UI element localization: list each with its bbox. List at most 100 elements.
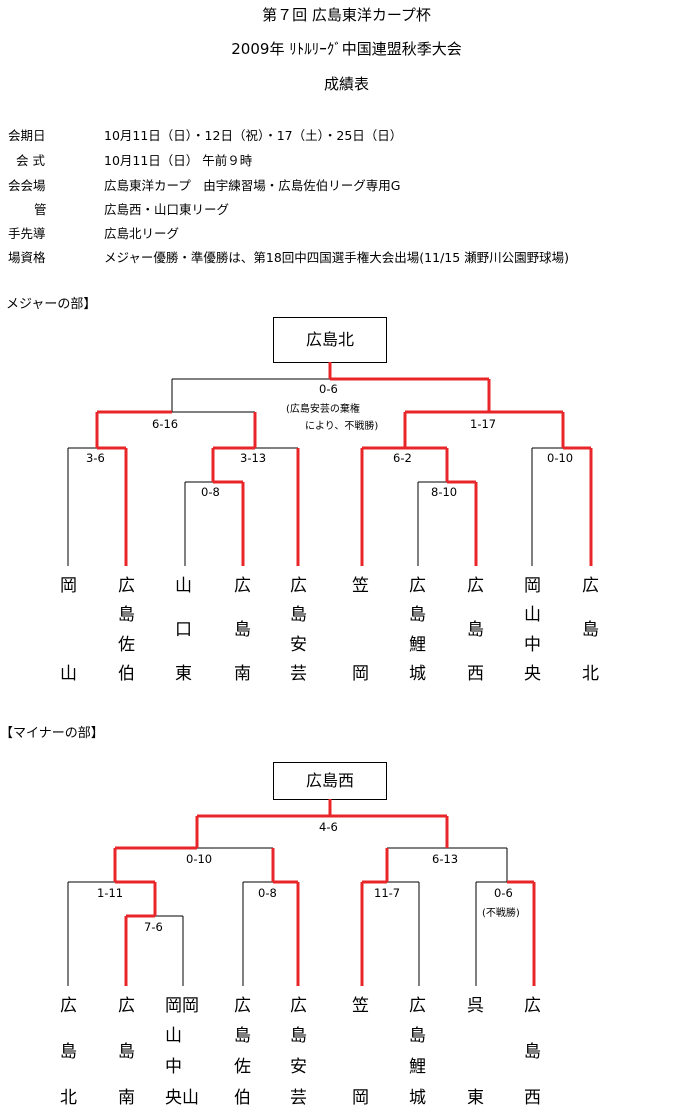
team-name: 鯉 [409, 635, 426, 655]
info-value: メジャー優勝・準優勝は、第18回中四国選手権大会出場(11/15 瀬野川公園野球… [104, 250, 570, 265]
major-score-q1: 3-6 [86, 451, 105, 465]
team-name: 西 [467, 664, 484, 684]
major-score-q2: 3-13 [240, 451, 267, 465]
team-name: 呉 [467, 996, 484, 1016]
minor-score-semi-right: 6-13 [432, 852, 459, 866]
major-score-q2b: 0-8 [201, 485, 220, 499]
minor-note: (不戦勝) [482, 908, 520, 919]
team-name: 岡 [524, 576, 541, 596]
minor-score-semi-left: 0-10 [186, 852, 213, 866]
team-name: 西 [524, 1088, 541, 1108]
team-name: 笠 [352, 996, 369, 1016]
team-name: 山 [60, 664, 77, 684]
team-name: 中 [524, 635, 541, 655]
team-name: 伯 [118, 664, 135, 684]
team-name: 島 [409, 605, 426, 625]
info-label: 会期日 [8, 128, 46, 143]
info-value: 広島東洋カープ 由宇練習場・広島佐伯リーグ専用G [104, 178, 401, 193]
team-name: 北 [582, 664, 599, 684]
team-name: 島 [290, 605, 307, 625]
team-name: 城 [409, 1088, 426, 1108]
major-score-q3: 6-2 [393, 451, 412, 465]
team-name: 佐 [118, 635, 135, 655]
minor-loser-lines [67, 847, 508, 986]
team-name: 島 [582, 620, 599, 640]
team-name: 広 [118, 996, 135, 1016]
team-name: 北 [60, 1088, 77, 1108]
minor-winner-lines [113, 799, 536, 986]
team-name: 島 [234, 620, 251, 640]
team-name: 央山 [165, 1088, 199, 1108]
major-note-1: (広島安芸の棄権 [286, 404, 360, 415]
team-name: 島 [290, 1026, 307, 1046]
team-name: 南 [234, 664, 251, 684]
major-score-final: 0-6 [319, 382, 338, 396]
team-name: 中 [165, 1057, 182, 1077]
team-name: 広 [118, 576, 135, 596]
team-name: 城 [409, 664, 426, 684]
major-winner-lines [95, 362, 593, 566]
team-name: 伯 [234, 1088, 251, 1108]
info-label: 場資格 [8, 250, 46, 265]
minor-score-q3: 11-7 [374, 886, 401, 900]
team-name: 広 [409, 576, 426, 596]
team-name: 広 [409, 996, 426, 1016]
team-name: 広 [60, 996, 77, 1016]
info-value: 広島西・山口東リーグ [104, 202, 230, 217]
title-line-2: 2009年 ﾘﾄﾙﾘｰｸﾞ中国連盟秋季大会 [231, 40, 462, 58]
team-name: 笠 [352, 576, 369, 596]
info-label: 手先導 [8, 226, 46, 241]
team-name: 島 [234, 1026, 251, 1046]
major-score-q3b: 8-10 [431, 485, 458, 499]
team-name: 島 [467, 620, 484, 640]
major-section-heading: メジャーの部】 [6, 297, 97, 312]
team-name: 東 [175, 664, 192, 684]
minor-section-heading: 【マイナーの部】 [0, 726, 104, 741]
team-name: 岡岡 [165, 996, 199, 1016]
major-score-semi-right: 1-17 [470, 417, 497, 431]
team-name: 佐 [234, 1057, 251, 1077]
info-value: 広島北リーグ [104, 226, 180, 241]
team-name: 東 [467, 1088, 484, 1108]
team-name: 広 [582, 576, 599, 596]
minor-score-q1: 1-11 [97, 886, 124, 900]
team-name: 島 [118, 605, 135, 625]
team-name: 安 [290, 1057, 307, 1077]
team-name: 島 [60, 1042, 77, 1062]
team-name: 央 [524, 664, 541, 684]
team-name: 広 [234, 576, 251, 596]
minor-score-final: 4-6 [319, 820, 338, 834]
team-name: 広 [524, 996, 541, 1016]
major-score-q4: 0-10 [547, 451, 574, 465]
minor-champion-name: 広島西 [305, 771, 354, 790]
info-value: 10月11日（日）・12日（祝）・17（土）・25日（日） [104, 128, 403, 143]
title-line-3: 成績表 [323, 75, 369, 93]
team-name: 芸 [290, 664, 307, 684]
major-score-semi-left: 6-16 [152, 417, 179, 431]
team-name: 島 [409, 1026, 426, 1046]
team-name: 鯉 [409, 1057, 426, 1077]
team-name: 島 [118, 1042, 135, 1062]
minor-score-q4: 0-6 [494, 886, 513, 900]
team-name: 岡 [352, 664, 369, 684]
team-name: 山 [165, 1026, 182, 1046]
minor-score-q2: 0-8 [258, 886, 277, 900]
team-name: 山 [524, 605, 541, 625]
team-name: 広 [234, 996, 251, 1016]
team-name: 岡 [352, 1088, 369, 1108]
info-label: 会 式 [16, 153, 45, 168]
team-name: 山 [175, 576, 192, 596]
team-name: 南 [118, 1088, 135, 1108]
info-value: 10月11日（日） 午前９時 [104, 153, 253, 168]
team-name: 口 [175, 620, 192, 640]
info-label: 会会場 [8, 178, 46, 193]
info-label: 管 [34, 202, 47, 217]
major-champion-name: 広島北 [305, 330, 354, 349]
team-name: 広 [467, 576, 484, 596]
team-name: 芸 [290, 1088, 307, 1108]
team-name: 広 [290, 996, 307, 1016]
minor-score-q1b: 7-6 [144, 920, 163, 934]
major-note-2: により、不戦勝) [305, 421, 379, 432]
